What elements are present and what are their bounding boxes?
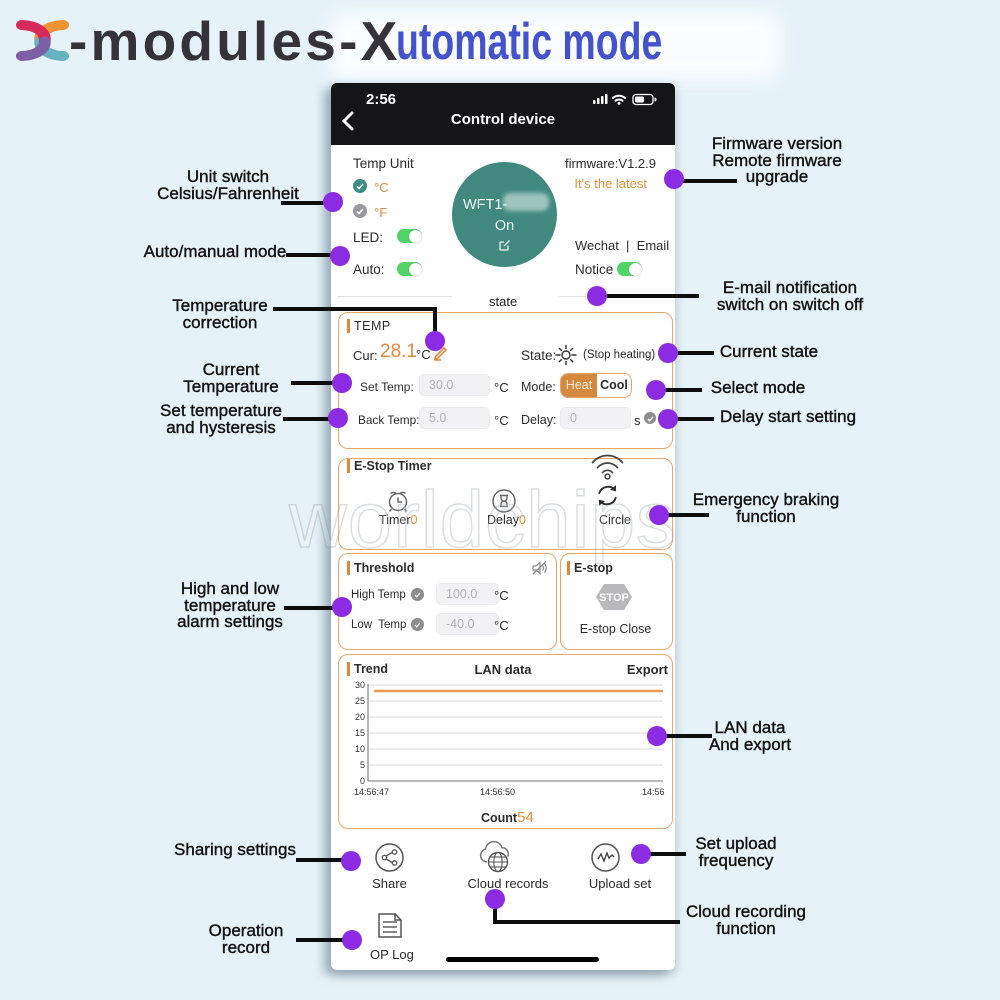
svg-text:STOP: STOP <box>599 592 629 604</box>
svg-text:20: 20 <box>355 712 365 722</box>
svg-text:25: 25 <box>355 696 365 706</box>
svg-text:14:56:47: 14:56:47 <box>354 787 389 797</box>
svg-text:0: 0 <box>360 776 365 786</box>
svg-text:5: 5 <box>360 760 365 770</box>
svg-text:14:56: 14:56 <box>642 787 665 797</box>
svg-text:15: 15 <box>355 728 365 738</box>
svg-text:30: 30 <box>355 681 365 690</box>
svg-text:14:56:50: 14:56:50 <box>480 787 515 797</box>
svg-text:10: 10 <box>355 744 365 754</box>
